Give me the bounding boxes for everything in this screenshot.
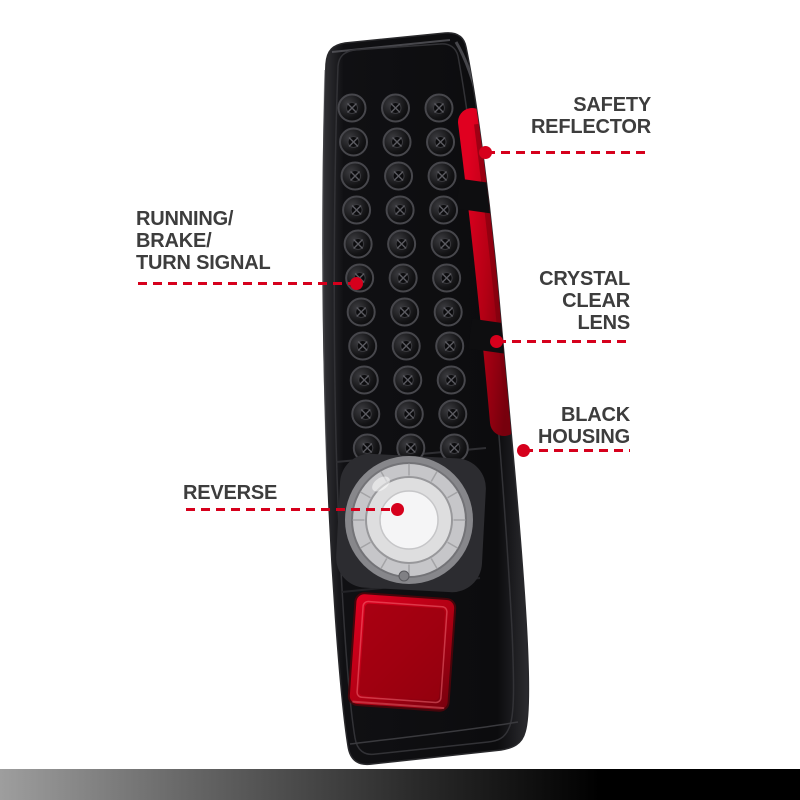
label-line: RUNNING/ [136,208,234,230]
label-line: BLACK [561,404,630,426]
led-array [337,93,469,463]
label-line: CRYSTAL [539,268,630,290]
label-black-housing: BLACK HOUSING [460,404,630,448]
label-line: LENS [577,312,630,334]
label-line: REFLECTOR [530,116,651,138]
label-running-brake-turn-signal: RUNNING/ BRAKE/ TURN SIGNAL [136,208,356,274]
label-line: BRAKE/ [136,230,212,252]
leader-reverse [186,508,392,511]
label-safety-reflector: SAFETY REFLECTOR [455,94,651,138]
bottom-gradient-bar [0,769,800,800]
leader-running-brake-turn-signal [138,282,352,285]
bottom-red-reflector [347,592,457,712]
label-line: CLEAR [562,290,630,312]
label-line: SAFETY [573,94,651,116]
label-line: REVERSE [183,482,278,504]
leader-crystal-clear-lens [497,340,630,343]
label-crystal-clear-lens: CRYSTAL CLEAR LENS [460,268,630,334]
pointer-dot-reverse [391,503,404,516]
label-reverse: REVERSE [183,482,323,504]
label-line: HOUSING [538,426,630,448]
label-line: TURN SIGNAL [136,252,271,274]
pointer-dot-black-housing [517,444,530,457]
pointer-dot-crystal-clear-lens [490,335,503,348]
lens-flutes [352,463,466,577]
reverse-lens [336,453,486,593]
pointer-dot-running-brake-turn-signal [350,277,363,290]
leader-safety-reflector [486,151,650,154]
leader-black-housing [524,449,630,452]
lens-screw [398,570,410,582]
pointer-dot-safety-reflector [479,146,492,159]
